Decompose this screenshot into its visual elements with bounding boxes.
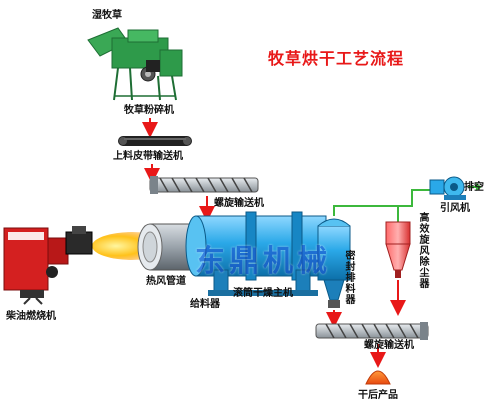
crusher-machine bbox=[87, 27, 183, 101]
label-feeder: 给料器 bbox=[190, 299, 220, 310]
cyclone-dust-collector bbox=[385, 221, 411, 278]
drum-dryer bbox=[185, 211, 327, 296]
label-exhaust: 排空 bbox=[464, 182, 484, 193]
induced-fan bbox=[429, 176, 466, 200]
product-heap bbox=[365, 370, 391, 385]
watermark: 东鼎机械 bbox=[195, 244, 331, 279]
diesel-burner bbox=[3, 226, 93, 305]
label-drum-dryer: 滚筒干燥主机 bbox=[233, 288, 293, 299]
label-product: 干后产品 bbox=[358, 390, 398, 401]
diagram-title: 牧草烘干工艺流程 bbox=[268, 49, 405, 68]
label-cyclone: 高效旋风除尘器 bbox=[417, 212, 428, 289]
screw-conveyor-2 bbox=[315, 322, 429, 340]
label-diesel-burner: 柴油燃烧机 bbox=[6, 311, 56, 322]
label-crusher: 牧草粉碎机 bbox=[124, 105, 174, 116]
screw-conveyor-1 bbox=[149, 176, 259, 194]
label-hot-air-duct: 热风管道 bbox=[146, 276, 186, 287]
sealed-discharger bbox=[317, 218, 351, 308]
label-wet-grass: 湿牧草 bbox=[92, 10, 122, 21]
label-screw-conveyor-2: 螺旋输送机 bbox=[364, 340, 414, 351]
label-belt-conveyor: 上料皮带输送机 bbox=[113, 151, 183, 162]
label-sealed-discharger: 密封排料器 bbox=[343, 250, 354, 305]
belt-conveyor bbox=[118, 136, 192, 146]
label-screw-conveyor-1: 螺旋输送机 bbox=[214, 198, 264, 209]
air-pipe bbox=[333, 189, 432, 222]
label-induced-fan: 引风机 bbox=[440, 203, 470, 214]
